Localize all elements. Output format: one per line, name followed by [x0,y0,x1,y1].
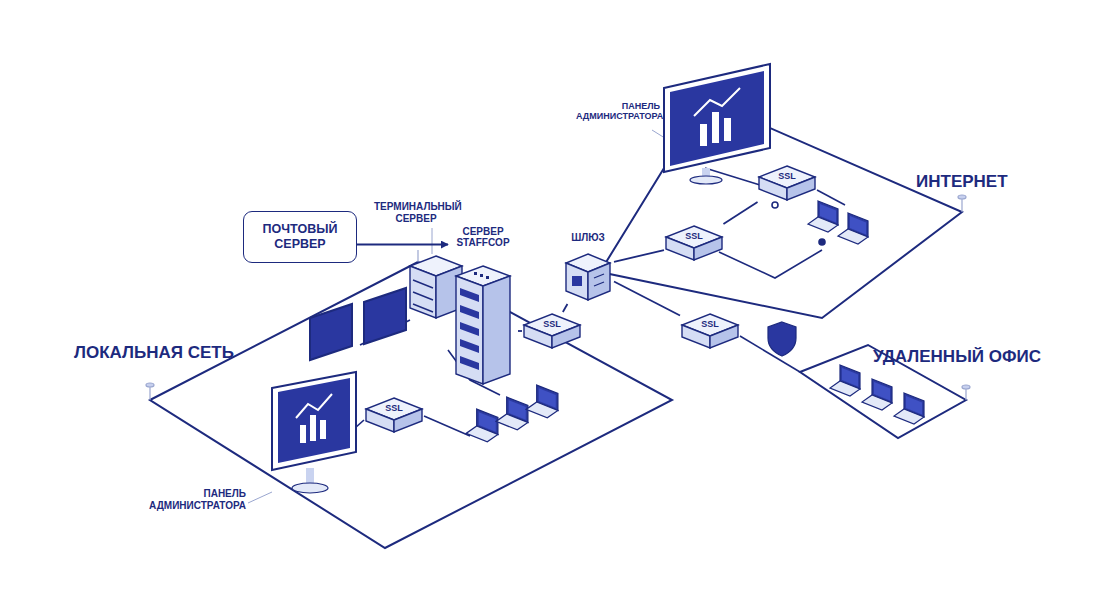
region-label: ИНТЕРНЕТ [916,172,1036,192]
part-label: ПАНЕЛЬ АДМИНИСТРАТОРА [576,101,660,121]
server-tower: СЕРВЕР STAFFCOP [448,226,518,386]
internet-region [600,100,962,318]
leader-lines [248,130,668,503]
region-pins [146,195,970,400]
network-link [563,304,568,312]
network-link [614,281,680,315]
terminal-server [410,256,462,318]
ssl-shape [680,312,740,350]
device-label: SSL [680,319,740,330]
node-label: ШЛЮЗ [562,232,614,244]
ssl-shape [364,396,424,434]
part-label: ТЕРМИНАЛЬНЫЙ СЕРВЕР [374,201,458,225]
network-link [518,330,522,332]
ssl-device: SSL [522,312,582,350]
node-label: СЕРВЕР STAFFCOP [448,226,518,248]
ssl-device: SSL [757,164,817,202]
region-label: ЛОКАЛЬНАЯ СЕТЬ [74,343,254,363]
region-label: УДАЛЕННЫЙ ОФИС [873,347,1073,367]
device-label: SSL [364,403,424,414]
ssl-device: SSL [680,312,740,350]
shield-icon [768,322,796,356]
part-label: ПАНЕЛЬ АДМИНИСТРАТОРА [142,488,246,512]
node-label: ПОЧТОВЫЙ СЕРВЕР [254,222,346,252]
ssl-shape [522,312,582,350]
admin-monitor-local [272,372,356,493]
gateway-device: ШЛЮЗ [562,232,614,304]
network-link [723,202,757,224]
pointer-arrow [357,244,448,246]
ssl-shape [664,224,724,262]
device-label: SSL [757,171,817,182]
ssl-device: SSL [664,224,724,262]
srv-shape [448,226,518,386]
local-monitors [310,288,406,360]
server-box: ПОЧТОВЫЙ СЕРВЕР [243,211,357,263]
network-wires [346,168,845,436]
laptops [466,201,924,442]
device-label: SSL [664,231,724,242]
device-label: SSL [522,319,582,330]
ssl-device: SSL [364,396,424,434]
admin-monitor-internet [664,64,770,184]
network-link [614,250,664,262]
ssl-shape [757,164,817,202]
